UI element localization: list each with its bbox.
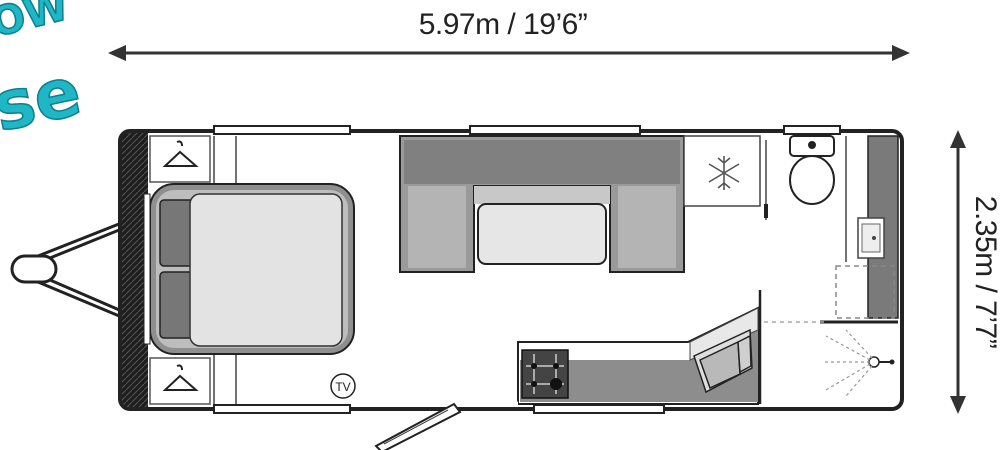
width-label: 2.35m / 7’7” <box>969 196 1002 348</box>
u-shaped-lounge <box>399 135 685 273</box>
front-wall <box>122 133 148 407</box>
tv-icon: TV <box>330 373 356 399</box>
wardrobe-front <box>149 135 211 183</box>
promo-text-top: OW <box>0 0 73 47</box>
tow-hitch <box>10 220 125 320</box>
shower-icon <box>822 329 895 397</box>
hanger-icon <box>162 364 199 391</box>
sink-icon <box>693 328 753 394</box>
washroom <box>820 135 899 324</box>
width-dimension: 2.35m / 7’7” <box>950 130 1002 414</box>
fridge <box>683 135 761 207</box>
tv-label: TV <box>335 380 350 394</box>
length-dimension: 5.97m / 19’6” <box>108 8 910 61</box>
toilet-icon <box>789 135 835 205</box>
kitchen-counter <box>517 306 759 405</box>
promo-text-bottom: se <box>0 52 88 147</box>
hanger-icon <box>162 140 199 167</box>
hob-icon <box>521 349 569 399</box>
snowflake-icon <box>708 156 740 190</box>
length-label: 5.97m / 19’6” <box>419 8 588 41</box>
entrance-door <box>374 402 462 450</box>
double-bed <box>143 183 355 355</box>
